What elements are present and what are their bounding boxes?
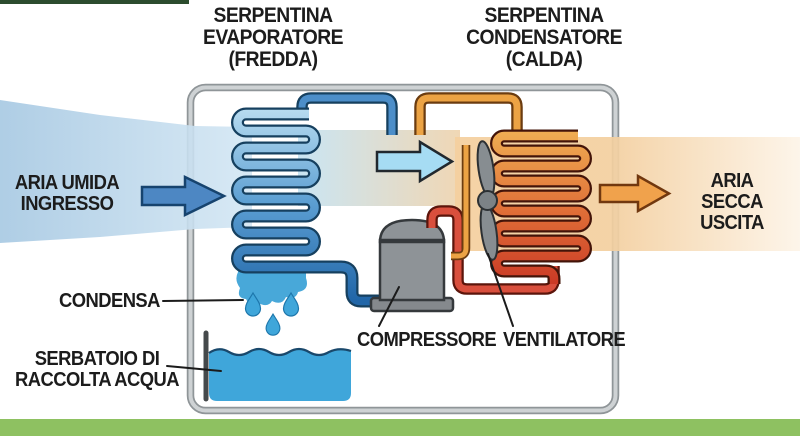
warm-pipe	[414, 92, 523, 135]
water-tank	[203, 330, 352, 402]
tank-leader-line	[166, 365, 222, 372]
evaporator-coil	[231, 107, 385, 308]
condenser-title: SERPENTINA CONDENSATORE (CALDA)	[466, 4, 622, 71]
air-out-label: ARIA SECCA USCITA	[700, 170, 764, 234]
water-drop	[265, 312, 281, 336]
fan	[476, 140, 499, 261]
leader-lines	[162, 253, 514, 372]
ground-bar	[0, 419, 800, 436]
air-in-label: ARIA UMIDA INGRESSO	[14, 172, 120, 215]
condensate-label: CONDENSA	[59, 290, 160, 312]
fan-label: VENTILATORE	[503, 329, 626, 351]
condenser-coil	[490, 129, 592, 284]
water-drop	[282, 291, 300, 317]
fan-leader-line	[487, 253, 514, 327]
water-drop	[244, 291, 262, 317]
compressor	[369, 218, 455, 313]
evaporator-title: SERPENTINA EVAPORATORE (FREDDA)	[203, 4, 343, 71]
air-out-arrow-icon	[598, 173, 672, 214]
top-accent-bar	[0, 0, 189, 4]
compressor-leader-line	[378, 286, 400, 327]
cold-pipe	[296, 92, 398, 135]
airflow-arrow-icon	[375, 139, 455, 184]
hot-pipe	[426, 205, 560, 295]
compressor-label: COMPRESSORE	[357, 329, 497, 351]
water-drops	[244, 291, 300, 336]
air-in-arrow-icon	[140, 175, 227, 217]
condensate-leader-line	[162, 299, 244, 302]
capillary-pipe	[451, 145, 471, 261]
tank-label: SERBATOIO DI RACCOLTA ACQUA	[15, 348, 180, 391]
